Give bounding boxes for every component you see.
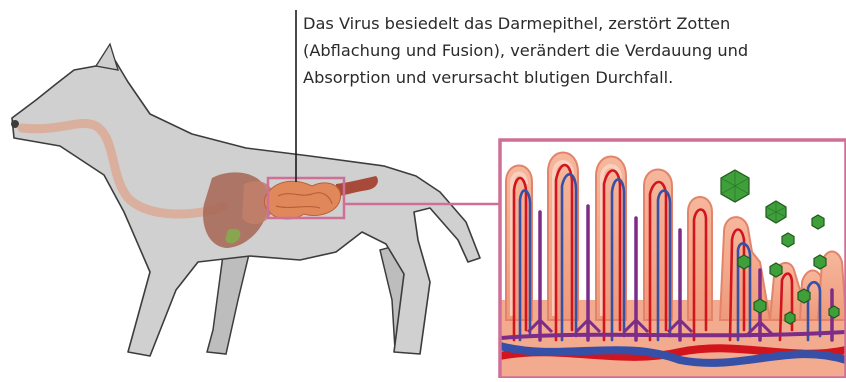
caption-line-1: Das Virus besiedelt das Darmepithel, zer… [303, 10, 843, 37]
virus-particle-icon [785, 312, 795, 324]
virus-particle-icon [798, 289, 810, 303]
caption-line-3: Absorption und verursacht blutigen Durch… [303, 64, 843, 91]
intestinal-villi-zoom [500, 140, 846, 378]
virus-particle-icon [754, 299, 766, 313]
virus-particle-icon [782, 233, 794, 247]
virus-particle-icon [812, 215, 824, 229]
caption-line-2: (Abflachung und Fusion), verändert die V… [303, 37, 843, 64]
virus-particle-icon [738, 255, 750, 269]
caption-text: Das Virus besiedelt das Darmepithel, zer… [303, 10, 843, 91]
virus-particle-icon [770, 263, 782, 277]
dog-ear [96, 44, 118, 70]
virus-particle-icon [829, 306, 839, 318]
virus-particle-icon [814, 255, 826, 269]
